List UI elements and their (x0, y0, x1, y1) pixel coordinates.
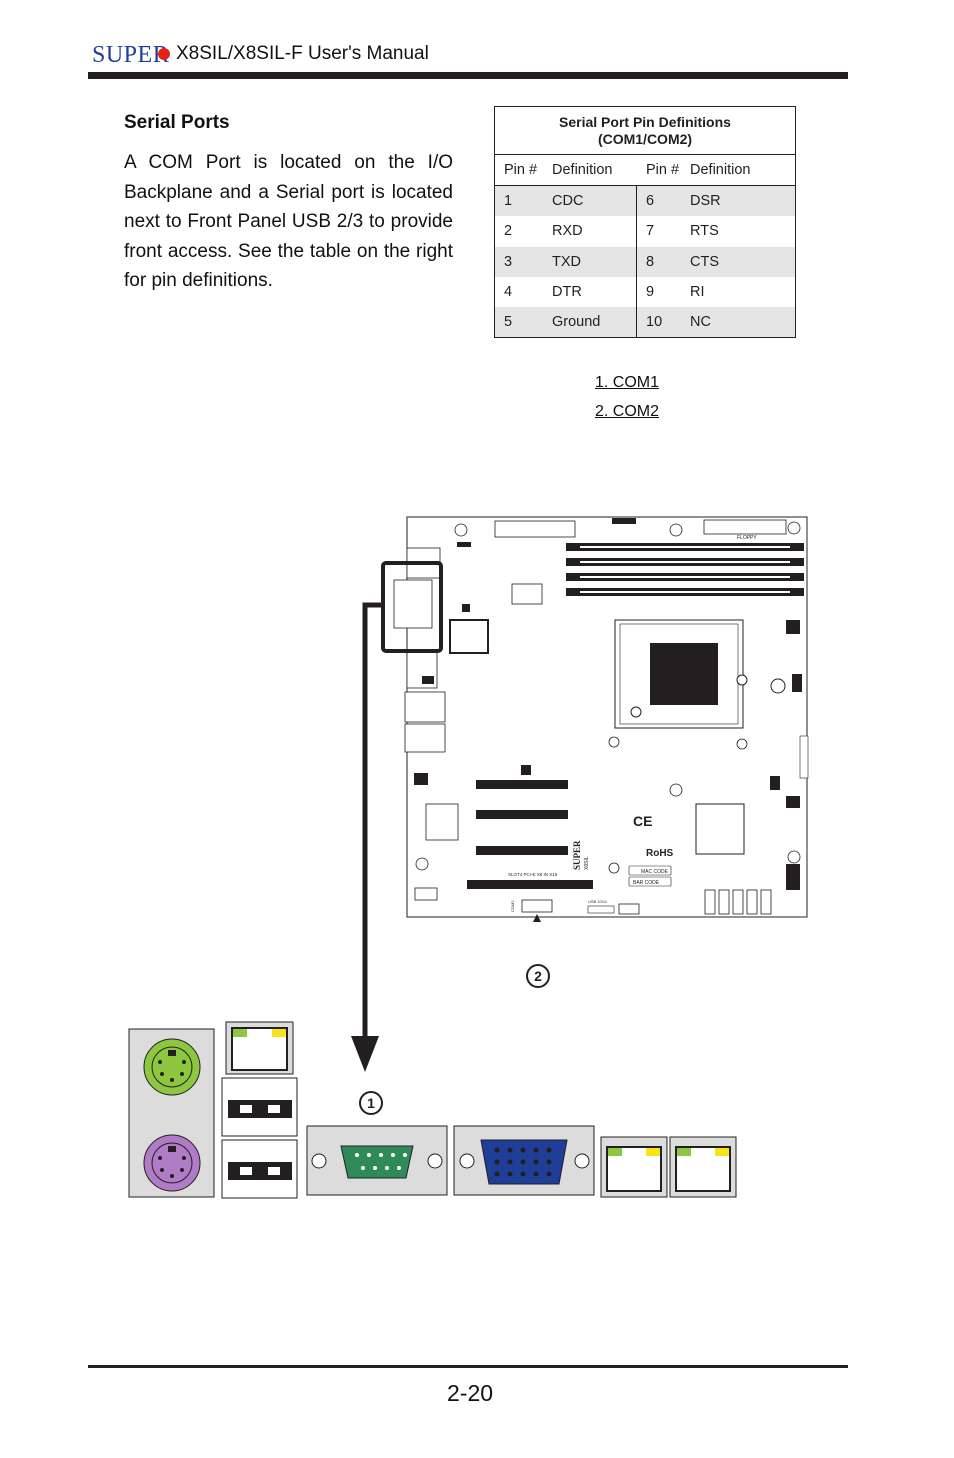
legend-item-com2: 2. COM2 (595, 403, 660, 420)
table-caption: Serial Port Pin Definitions (COM1/COM2) (495, 107, 795, 155)
pin-cell: 6 (646, 193, 655, 210)
brand-logo-dot (158, 48, 170, 60)
pin-definition-table: Serial Port Pin Definitions (COM1/COM2) … (494, 106, 796, 339)
callout-2: 2 (526, 964, 550, 988)
definition-cell: RI (690, 284, 705, 301)
definition-cell: DTR (552, 284, 582, 301)
pin-cell: 8 (646, 253, 655, 270)
label-usb: USB 10/11 (588, 899, 608, 904)
header-definition: Definition (690, 162, 751, 178)
table-caption-line1: Serial Port Pin Definitions (559, 114, 731, 130)
label-floppy: FLOPPY (737, 535, 757, 541)
header-definition: Definition (552, 162, 613, 178)
pin-cell: 9 (646, 284, 655, 301)
callout-1: 1 (359, 1091, 383, 1115)
pin-cell: 5 (504, 314, 513, 331)
header-pin: Pin # (504, 162, 538, 178)
brand-logo-text: SUPER (92, 42, 170, 68)
table-row: 3 TXD 8 CTS (495, 246, 795, 277)
definition-cell: RXD (552, 223, 583, 240)
definition-cell: CTS (690, 253, 719, 270)
back-io-panel-diagram (128, 1021, 737, 1199)
pin-cell: 4 (504, 284, 513, 301)
pin-cell: 7 (646, 223, 655, 240)
brand-logo: SUPER (92, 42, 169, 69)
definition-cell: DSR (690, 193, 721, 210)
com1-pointer-arrow (351, 602, 383, 1072)
table-row: 2 RXD 7 RTS (495, 216, 795, 247)
pin-cell: 2 (504, 223, 513, 240)
svg-text:CE: CE (633, 813, 652, 829)
label-com2: COM2 (510, 900, 515, 912)
definition-cell: Ground (552, 314, 601, 331)
label-rohs: RoHS (646, 848, 674, 859)
manual-title: X8SIL/X8SIL-F User's Manual (176, 43, 429, 64)
table-caption-line2: (COM1/COM2) (597, 131, 693, 147)
page-number: 2-20 (447, 1380, 494, 1406)
table-header-row: Pin # Definition Pin # Definition (495, 155, 795, 186)
footer-rule (88, 1365, 848, 1368)
header-pin: Pin # (646, 162, 680, 178)
pin-cell: 10 (646, 314, 663, 331)
label-board-brand: SUPER (572, 840, 582, 870)
section-paragraph: A COM Port is located on the I/O Backpla… (124, 152, 453, 291)
definition-cell: RTS (690, 223, 719, 240)
table-row: 4 DTR 9 RI (495, 276, 795, 308)
label-board-model: X8SIL (584, 856, 590, 870)
legend-item-com1: 1. COM1 (595, 374, 660, 391)
pin-cell: 1 (504, 193, 513, 210)
pin-cell: 3 (504, 253, 513, 270)
header-rule (88, 72, 848, 79)
table-row: 1 CDC 6 DSR (495, 186, 795, 217)
definition-cell: NC (690, 314, 711, 331)
definition-cell: TXD (552, 253, 581, 270)
table-row: 5 Ground 10 NC (495, 307, 795, 338)
section-title: Serial Ports (124, 112, 230, 133)
label-mac-code: MAC CODE (641, 869, 669, 875)
definition-cell: CDC (552, 193, 584, 210)
label-bar-code: BAR CODE (633, 880, 660, 886)
label-pci-slot: SLOT4 PCI-E X8 IN X16 (508, 872, 558, 877)
motherboard-layout-diagram: FLOPPY SLOT4 PCI-E X8 IN X16 R (381, 516, 809, 922)
